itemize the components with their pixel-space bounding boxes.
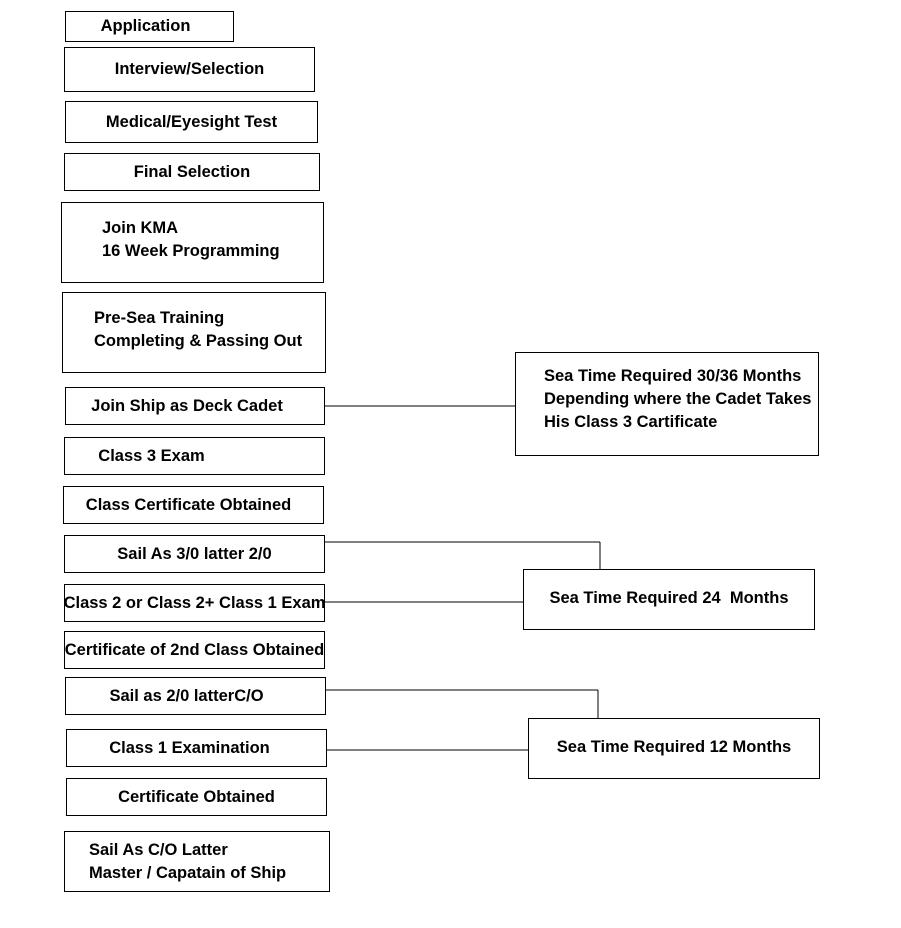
step-sail-as-co: Sail As C/O Latter Master / Capatain of …	[64, 831, 330, 892]
step-join-kma: Join KMA 16 Week Programming	[61, 202, 324, 283]
note-30-36-line-1: Sea Time Required 30/36 Months	[544, 366, 802, 385]
note-sea-time-30-36-months: Sea Time Required 30/36 Months Depending…	[515, 352, 819, 456]
step-pre-sea-training: Pre-Sea Training Completing & Passing Ou…	[62, 292, 326, 373]
step-sail-as-2o: Sail as 2/0 latterC/O	[65, 677, 326, 715]
note-30-36-line-2: Depending where the Cadet Takes	[544, 389, 812, 408]
join-kma-line-1: Join KMA	[102, 218, 179, 237]
pre-sea-line-2: Completing & Passing Out	[94, 331, 303, 350]
step-class-3-exam: Class 3 Exam	[64, 437, 325, 475]
join-kma-line-2: 16 Week Programming	[102, 241, 280, 260]
pre-sea-line-1: Pre-Sea Training	[94, 308, 225, 327]
step-class-certificate-obtained: Class Certificate Obtained	[63, 486, 324, 524]
note-sea-time-12-months: Sea Time Required 12 Months	[528, 718, 820, 779]
step-class-2-exam: Class 2 or Class 2+ Class 1 Exam	[64, 584, 325, 622]
note-sea-time-24-months: Sea Time Required 24 Months	[523, 569, 815, 630]
step-certificate-obtained: Certificate Obtained	[66, 778, 327, 816]
sail-co-line-1: Sail As C/O Latter	[89, 840, 228, 859]
step-join-ship-deck-cadet: Join Ship as Deck Cadet	[65, 387, 325, 425]
sail-co-line-2: Master / Capatain of Ship	[89, 863, 287, 882]
note-30-36-line-3: His Class 3 Cartificate	[544, 412, 718, 431]
step-application: Application	[65, 11, 234, 42]
step-medical-eyesight-test: Medical/Eyesight Test	[65, 101, 318, 143]
step-certificate-2nd-class: Certificate of 2nd Class Obtained	[64, 631, 325, 669]
step-sail-as-3o: Sail As 3/0 latter 2/0	[64, 535, 325, 573]
step-interview-selection: Interview/Selection	[64, 47, 315, 92]
step-final-selection: Final Selection	[64, 153, 320, 191]
step-class-1-examination: Class 1 Examination	[66, 729, 327, 767]
